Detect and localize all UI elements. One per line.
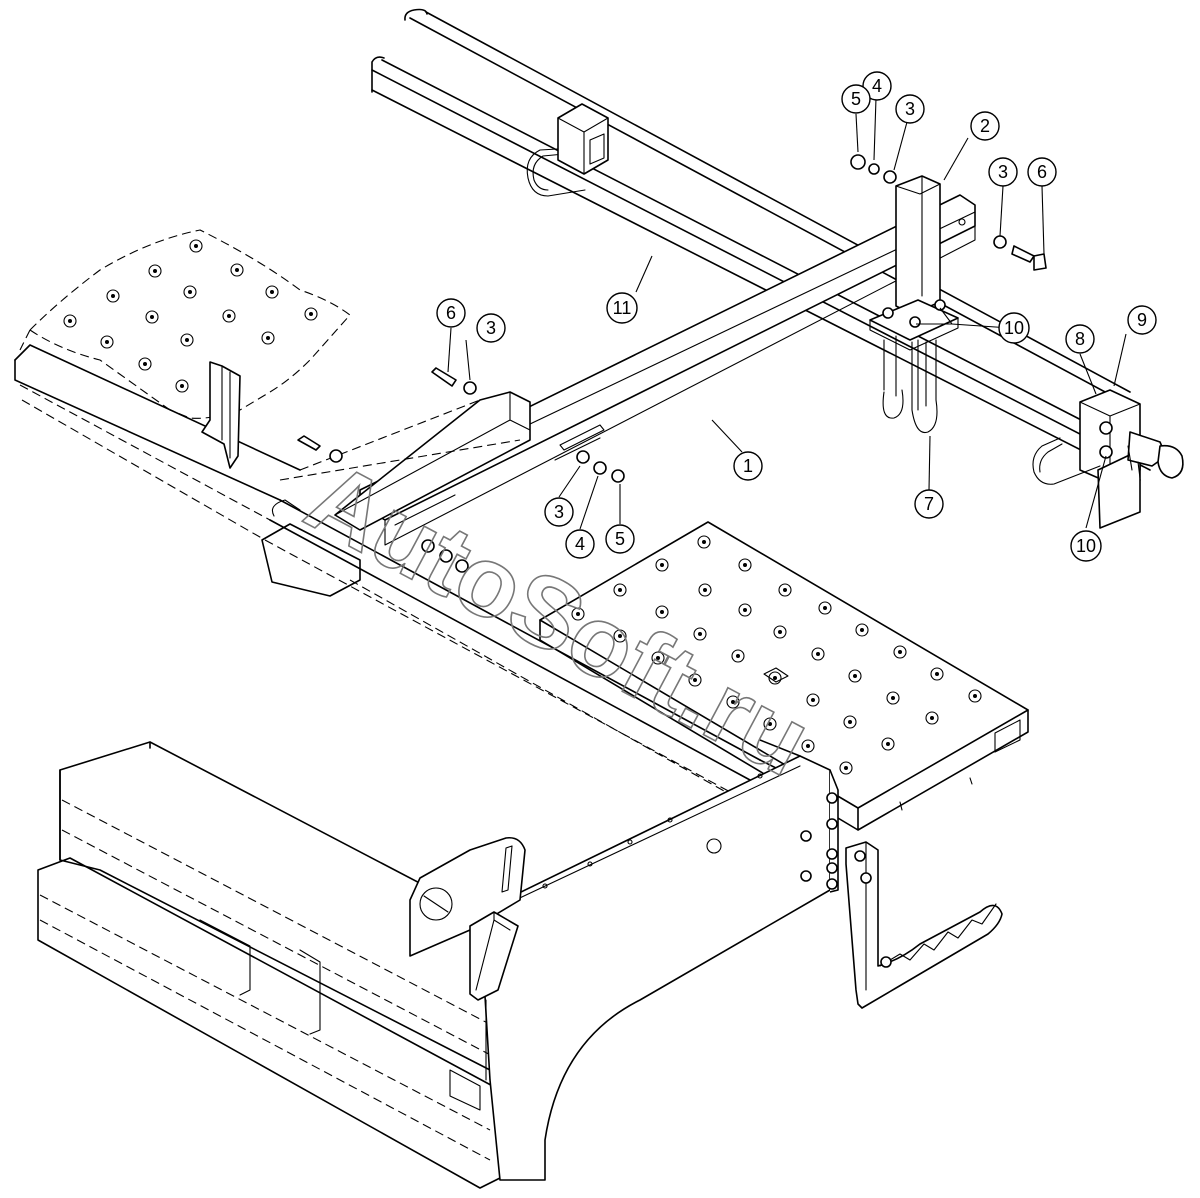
u-bolt-assembly [869, 299, 959, 434]
right-floor-plate [539, 521, 1029, 831]
fasteners [297, 154, 1047, 573]
callout-9-label: 9 [1137, 310, 1147, 330]
callout-4-mid: 4 [565, 529, 595, 559]
callout-2-label: 2 [980, 116, 990, 136]
step-ladder [845, 841, 1003, 1009]
callout-4-top: 4 [862, 71, 892, 101]
callout-5-mid-label: 5 [615, 529, 625, 549]
side-panel [479, 755, 831, 1181]
callout-6-left-label: 6 [446, 303, 456, 323]
lower-main-frame [37, 741, 541, 1189]
callout-5-top-label: 5 [851, 89, 861, 109]
callout-8: 8 [1065, 324, 1095, 354]
leader-lines [447, 97, 1127, 530]
left-plate-holes [63, 239, 318, 393]
callout-1-label: 1 [743, 456, 753, 476]
callout-11-label: 11 [613, 298, 632, 318]
left-floor-plate [14, 229, 351, 541]
callout-3-right-label: 3 [998, 162, 1008, 182]
callout-3-mid-label: 3 [554, 502, 564, 522]
callout-5-top: 5 [841, 84, 871, 114]
callout-3-top-label: 3 [905, 99, 915, 119]
callout-10-lower-label: 10 [1076, 536, 1096, 556]
callout-10-upper-label: 10 [1004, 318, 1024, 338]
callout-3-mid: 3 [544, 497, 574, 527]
callout-3-top: 3 [895, 94, 925, 124]
callout-3-left: 3 [476, 313, 506, 343]
mid-bracket [261, 391, 531, 597]
right-clamp [1032, 389, 1184, 529]
callout-7-label: 7 [924, 494, 934, 514]
callout-6-right-label: 6 [1037, 162, 1047, 182]
right-plate-holes [571, 535, 982, 775]
callout-4-mid-label: 4 [575, 534, 585, 554]
watermark-text: AutoSoft.ru [290, 441, 828, 798]
slotted-beam [359, 194, 976, 546]
callout-3-right: 3 [988, 157, 1018, 187]
callout-2: 2 [970, 111, 1000, 141]
callout-8-label: 8 [1075, 329, 1085, 349]
bracket-plate [895, 175, 941, 315]
callout-10-upper: 10 [998, 312, 1030, 344]
callout-1: 1 [733, 451, 763, 481]
callout-6-left: 6 [436, 298, 466, 328]
step-plate [800, 769, 839, 893]
callout-3-left-label: 3 [486, 318, 496, 338]
long-tube-assembly [371, 8, 1156, 481]
callout-4-top-label: 4 [872, 76, 882, 96]
callout-5-mid: 5 [605, 524, 635, 554]
callout-6-right: 6 [1027, 157, 1057, 187]
lamp-bracket [409, 836, 526, 957]
triangle-brace [469, 911, 519, 1001]
callout-10-lower: 10 [1070, 530, 1102, 562]
callout-11: 11 [606, 292, 638, 324]
callout-7: 7 [914, 489, 944, 519]
callout-9: 9 [1127, 305, 1157, 335]
